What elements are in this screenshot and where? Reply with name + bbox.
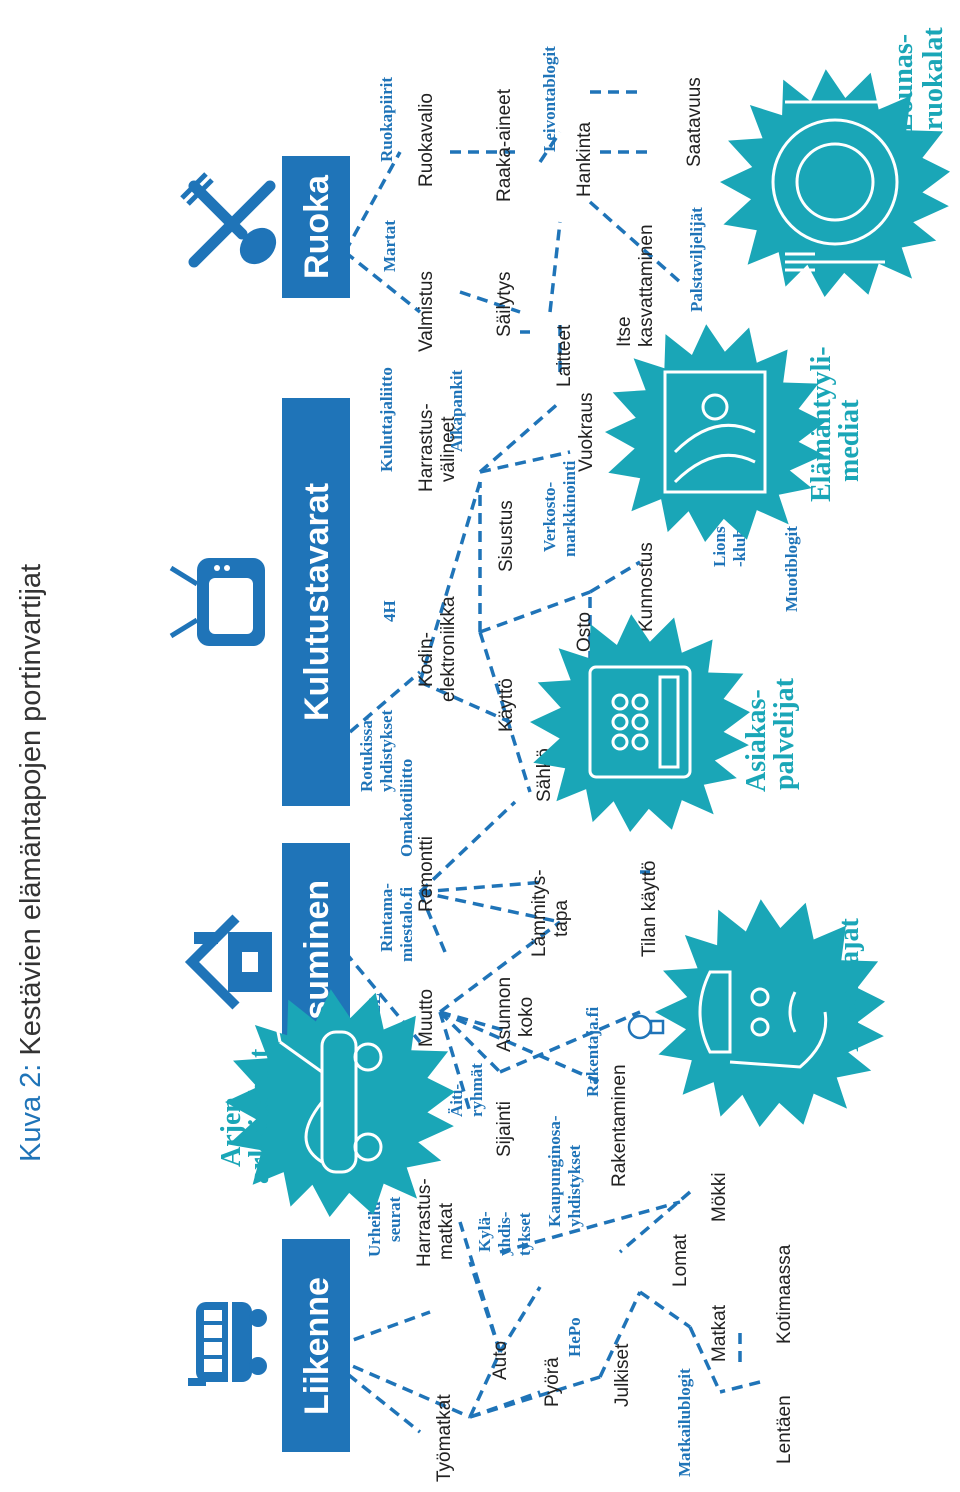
archetype-label-line1: Elämäntyyli- bbox=[806, 346, 837, 502]
tv-icon bbox=[169, 558, 265, 646]
gate-kaupunginosayhdistykset-1: Kaupunginosa- bbox=[545, 1115, 564, 1227]
item-kaytto: Käyttö bbox=[496, 678, 517, 732]
item-sailytys: Säilytys bbox=[494, 272, 515, 337]
item-osto: Osto bbox=[574, 612, 595, 652]
item-saatavuus: Saatavuus bbox=[684, 77, 705, 167]
gate-leivontablogit: Leivontablogit bbox=[540, 46, 559, 152]
item-valmistus: Valmistus bbox=[416, 271, 437, 352]
archetype-elamantyylimediat: Elämäntyyli- mediat bbox=[605, 324, 865, 542]
stroller-icon bbox=[274, 1021, 383, 1174]
gate-palstaviljelijat: Palstaviljelijät bbox=[687, 207, 706, 312]
item-remontti: Remontti bbox=[416, 836, 437, 912]
gate-ruokapiirit: Ruokapiirit bbox=[377, 77, 396, 162]
svg-text:Kulutustavarat: Kulutustavarat bbox=[298, 483, 336, 721]
archetype-label-line2: mediat bbox=[834, 399, 865, 482]
archetype-label-line2: arkkitehdit bbox=[244, 1048, 275, 1184]
gate-kylayhdistykset-2: yhdis- bbox=[495, 1211, 514, 1256]
category-liikenne: Liikenne bbox=[282, 1239, 350, 1452]
item-kunnostus: Kunnostus bbox=[636, 542, 657, 632]
gate-hepo: HePo bbox=[565, 1317, 584, 1357]
item-harrastusvalineet-1: Harrastus- bbox=[416, 403, 437, 492]
item-lammitystapa-1: Lämmitys- bbox=[529, 869, 550, 957]
gate-urheiluseurat-2: seurat bbox=[385, 1196, 404, 1242]
gate-rakentaja-fi: Rakentaja.fi bbox=[583, 1007, 602, 1097]
item-raaka-aineet: Raaka-aineet bbox=[494, 88, 515, 202]
gate-lions-1: Lions bbox=[710, 526, 729, 567]
archetype-label-line1: Lounas- bbox=[888, 34, 919, 132]
gate-omakotiliitto: Omakotiliitto bbox=[397, 759, 416, 857]
magazine-icon bbox=[663, 370, 767, 494]
item-asunnon-koko-1: Asunnon bbox=[494, 977, 515, 1052]
item-laitteet: Laitteet bbox=[554, 324, 575, 387]
builder-icon bbox=[698, 970, 828, 1069]
item-matkat: Matkat bbox=[709, 1304, 730, 1362]
gate-matkailublogit: Matkailublogit bbox=[675, 1368, 694, 1477]
svg-text:Liikenne: Liikenne bbox=[298, 1277, 336, 1415]
gate-aitiryhmat-1: Äiti- bbox=[447, 1084, 466, 1117]
archetype-label-line1: Rakentajat bbox=[834, 918, 865, 1052]
item-tilan-kaytto: Tilan käyttö bbox=[639, 861, 660, 957]
item-rakentaminen: Rakentaminen bbox=[609, 1064, 630, 1187]
item-kotimaassa: Kotimaassa bbox=[774, 1244, 795, 1344]
gate-muotiblogit: Muotiblogit bbox=[782, 526, 801, 612]
category-kulutustavarat: Kulutustavarat bbox=[282, 398, 350, 806]
fork-spoon-icon bbox=[180, 172, 277, 268]
archetype-arjen-arkkitehdit: Arjen arkkitehdit bbox=[216, 989, 455, 1217]
gate-rintamamiestalo-1: Rintama- bbox=[377, 883, 396, 952]
cash-register-icon bbox=[588, 665, 692, 779]
gate-4h: 4H bbox=[380, 600, 399, 622]
item-lentaen: Lentäen bbox=[774, 1395, 795, 1464]
archetype-label-line1: Asiakas- bbox=[741, 689, 772, 792]
item-vuokraus: Vuokraus bbox=[576, 392, 597, 472]
gate-rotukissayhdistykset-2: yhdistykset bbox=[377, 709, 396, 792]
category-ruoka: Ruoka bbox=[282, 156, 350, 298]
gate-kaupunginosayhdistykset-2: yhdistykset bbox=[565, 1144, 584, 1227]
item-hankinta: Hankinta bbox=[574, 122, 595, 197]
item-auto: Auto bbox=[490, 1341, 511, 1380]
item-lammitystapa-2: tapa bbox=[551, 900, 572, 937]
archetype-rakentajat: Rakentajat bbox=[627, 899, 885, 1127]
gate-verkostomarkkinointi-1: Verkosto- bbox=[540, 481, 559, 552]
item-kodinelektroniikka-1: Kodin- bbox=[416, 632, 437, 687]
gate-kuluttajaliitto: Kuluttajaliitto bbox=[377, 367, 396, 472]
bus-icon bbox=[188, 1302, 267, 1386]
archetype-asiakaspalvelijat: Asiakas- palvelijat bbox=[530, 614, 800, 832]
gate-aikapankit: Aikapankit bbox=[447, 369, 466, 452]
item-harrastusmatkat-2: matkat bbox=[436, 1202, 457, 1260]
svg-text:Ruoka: Ruoka bbox=[298, 174, 336, 279]
item-kodinelektroniikka-2: elektroniikka bbox=[438, 596, 459, 702]
item-julkiset: Julkiset bbox=[612, 1343, 633, 1407]
item-lomat: Lomat bbox=[670, 1233, 691, 1287]
item-mokki: Mökki bbox=[709, 1172, 730, 1222]
archetype-label-line2: palvelijat bbox=[769, 677, 800, 790]
gate-rintamamiestalo-2: miestalo.fi bbox=[397, 887, 416, 962]
item-muutto: Muutto bbox=[416, 989, 437, 1047]
plate-icon bbox=[771, 100, 899, 272]
gate-kylayhdistykset-1: Kylä- bbox=[475, 1211, 494, 1252]
gate-verkostomarkkinointi-2: markkinointi bbox=[560, 460, 579, 557]
figure-title: Kuva 2: Kestävien elämäntapojen portinva… bbox=[15, 564, 47, 1162]
item-sisustus: Sisustus bbox=[496, 500, 517, 572]
item-tyomatkat: Työmatkat bbox=[434, 1394, 455, 1482]
gate-kylayhdistykset-3: tykset bbox=[515, 1212, 534, 1256]
house-icon bbox=[184, 914, 272, 1010]
gate-rotukissayhdistykset-1: Rotukissa- bbox=[357, 714, 376, 792]
gate-aitiryhmat-2: ryhmät bbox=[467, 1063, 486, 1117]
item-pyora: Pyörä bbox=[542, 1357, 563, 1407]
item-itse-kasvattaminen-2: kasvattaminen bbox=[636, 224, 657, 347]
item-ruokavalio: Ruokavalio bbox=[416, 93, 437, 187]
archetype-label-line1: Arjen bbox=[216, 1097, 247, 1167]
item-asunnon-koko-2: koko bbox=[516, 997, 537, 1037]
lightbulb-icon bbox=[627, 1014, 665, 1040]
item-itse-kasvattaminen-1: Itse bbox=[614, 316, 635, 347]
archetype-lounasruokalat: Lounas- ruokalat bbox=[720, 27, 950, 297]
item-harrastusmatkat-1: Harrastus- bbox=[414, 1178, 435, 1267]
item-harrastusvalineet-2: välineet bbox=[438, 416, 459, 482]
gate-martat: Martat bbox=[380, 220, 399, 272]
item-sijainti: Sijainti bbox=[494, 1101, 515, 1157]
archetype-label-line2: ruokalat bbox=[918, 27, 949, 130]
